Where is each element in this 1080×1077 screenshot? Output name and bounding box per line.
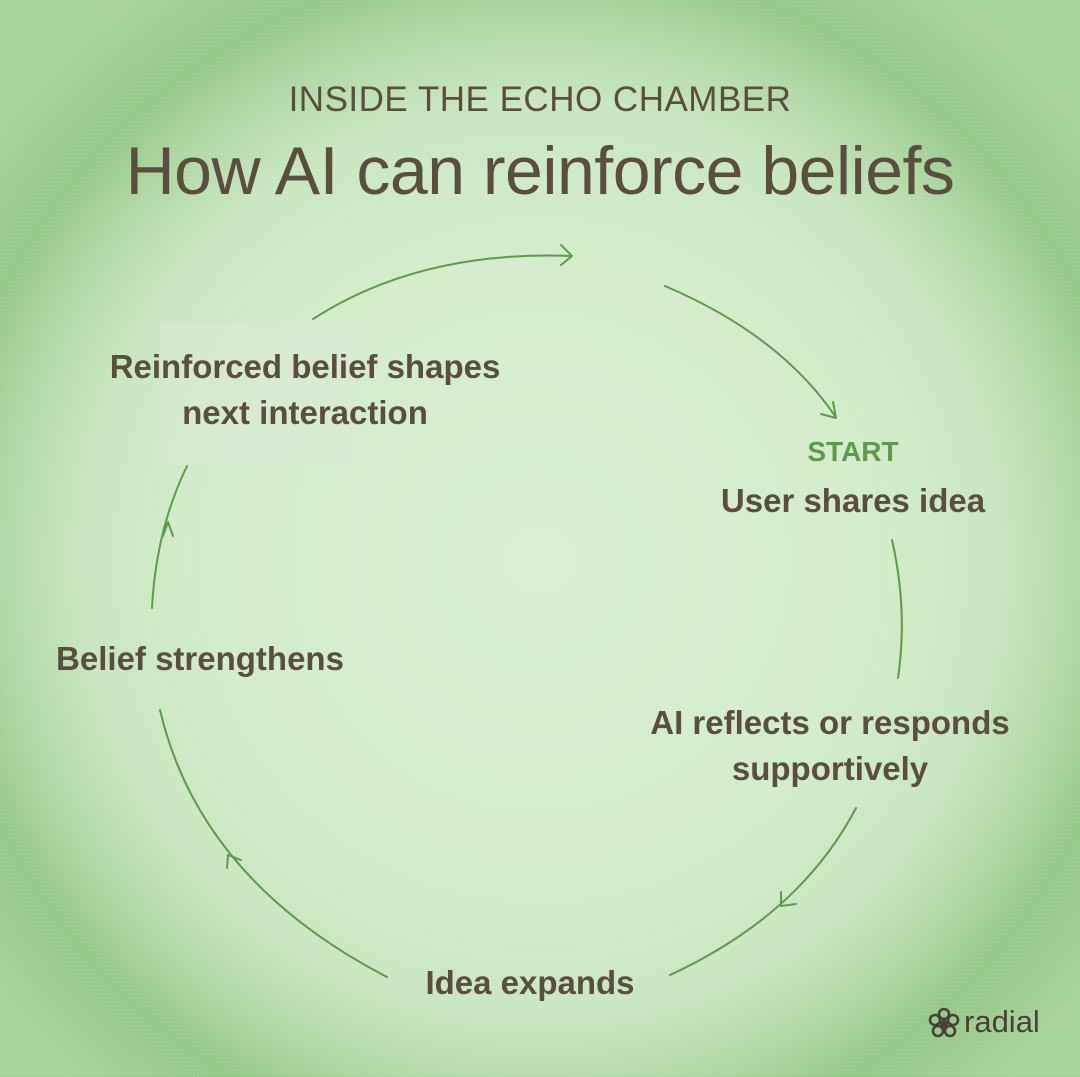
arrowhead-start — [820, 401, 837, 419]
arrowhead-top — [560, 244, 573, 266]
arrow-top-left — [312, 254, 572, 320]
highlight-box — [160, 323, 354, 465]
radial-logo: radial — [926, 1004, 1051, 1042]
step-ai-reflects: AI reflects or responds supportively — [650, 704, 1010, 787]
arrowhead-left — [162, 521, 174, 537]
arrow-right — [891, 539, 903, 679]
arrowhead-lower-left — [226, 854, 242, 869]
start-label: START — [807, 436, 899, 467]
arrow-left — [151, 465, 188, 609]
step-reinforced-belief: Reinforced belief shapes next interactio… — [109, 348, 501, 431]
diagram-subtitle: INSIDE THE ECHO CHAMBER — [288, 80, 792, 119]
step-idea-expands: Idea expands — [425, 964, 635, 1001]
step-belief-strengthens: Belief strengthens — [56, 640, 344, 677]
diagram-title: How AI can reinforce beliefs — [125, 133, 955, 209]
arrowhead-lower-right — [780, 891, 797, 907]
arrow-lower-left — [159, 709, 388, 978]
step-user-shares-idea: User shares idea — [720, 482, 986, 519]
arrow-top-right — [664, 285, 836, 417]
arrow-lower-right — [669, 807, 857, 976]
flower-icon — [928, 1007, 960, 1038]
logo-text: radial — [964, 1004, 1040, 1039]
